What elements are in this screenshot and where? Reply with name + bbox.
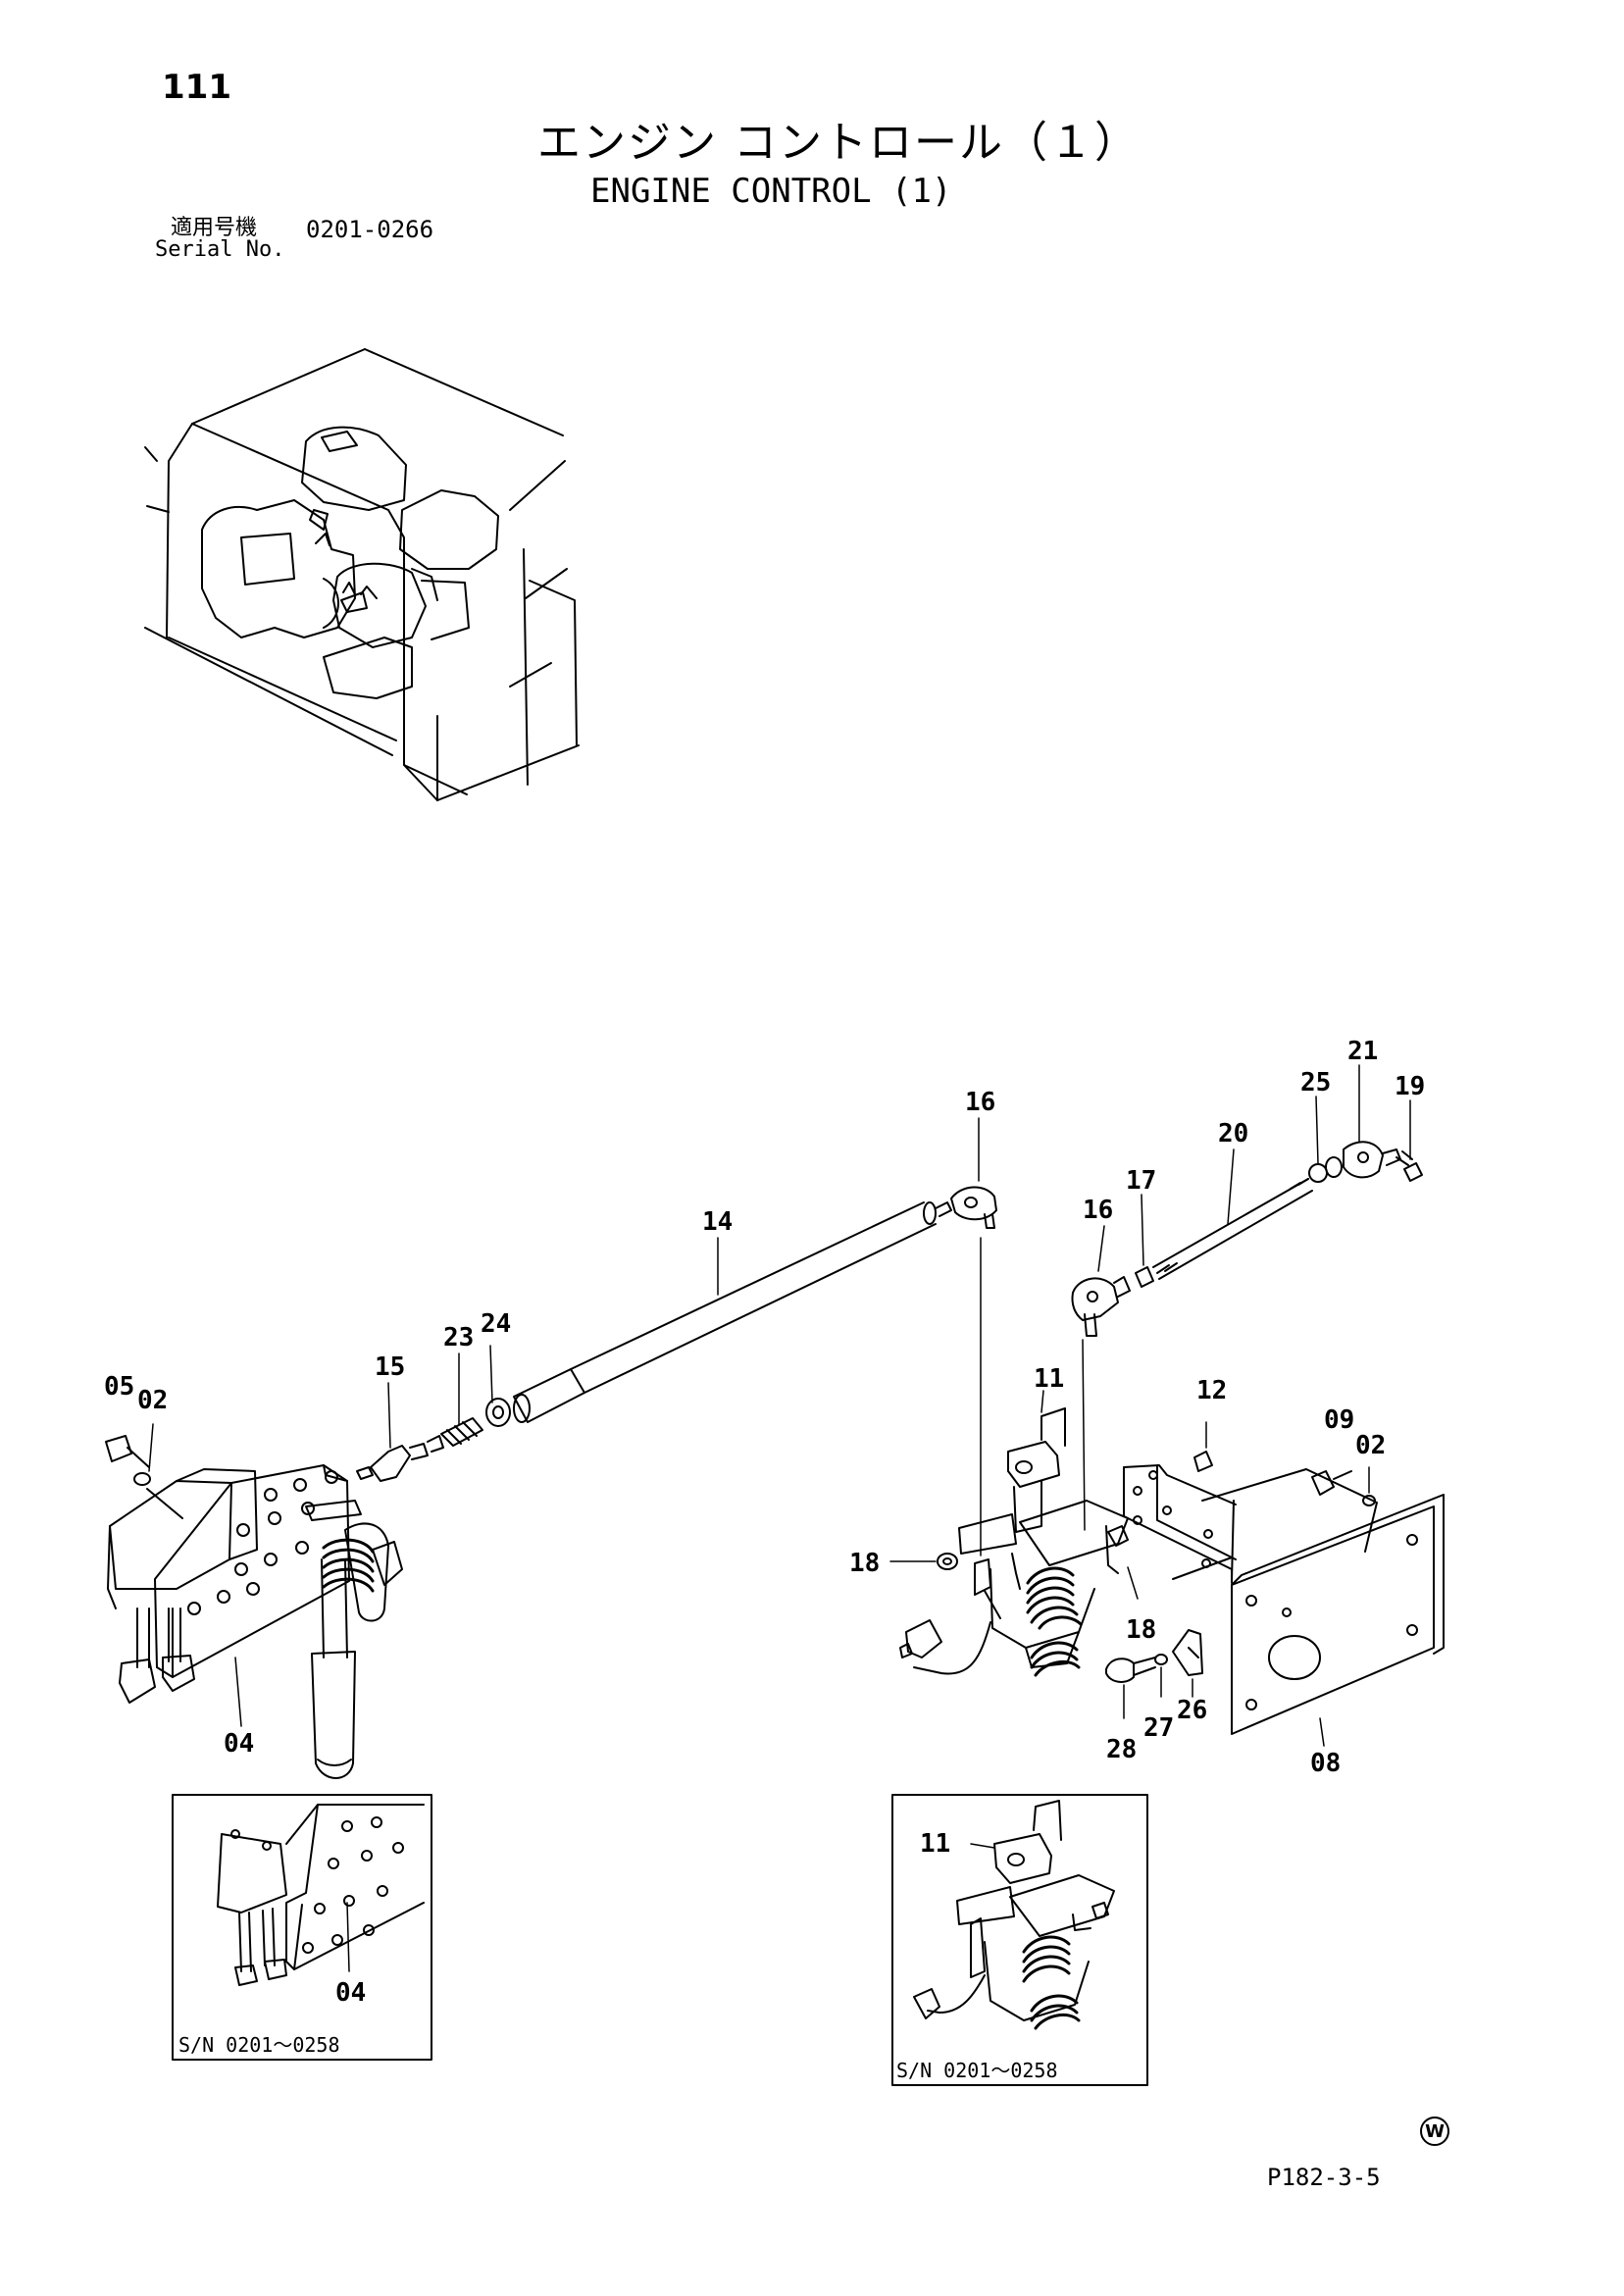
control-rod (356, 1186, 997, 1556)
inset-left-callout-04: 04 (335, 1978, 366, 2008)
inset-right-callout-11: 11 (920, 1829, 950, 1859)
callout-04: 04 (224, 1729, 254, 1759)
callout-05: 05 (104, 1372, 134, 1402)
callout-28: 28 (1106, 1735, 1137, 1764)
inset-right-frame (891, 1794, 1148, 2086)
callout-02: 02 (137, 1386, 168, 1415)
callout-19: 19 (1395, 1072, 1425, 1101)
callout-14: 14 (702, 1207, 733, 1237)
machine-overview (144, 348, 580, 801)
serial-range: 0201-0266 (306, 216, 434, 243)
callout-15: 15 (375, 1352, 405, 1382)
serial-label-japanese: 適用号機 (171, 216, 258, 240)
callout-20: 20 (1218, 1119, 1248, 1148)
page-number: 111 (162, 68, 231, 107)
callout-16: 16 (965, 1088, 995, 1117)
callout-25: 25 (1300, 1068, 1331, 1097)
callout-23: 23 (443, 1323, 474, 1352)
inset-left-frame (172, 1794, 432, 2061)
w-mark-icon: W (1420, 2117, 1449, 2146)
mounting-bracket (1105, 1421, 1445, 1735)
pump-assembly (105, 1435, 403, 1779)
callout-12: 12 (1196, 1376, 1227, 1405)
page-title-english: ENGINE CONTROL (1) (590, 172, 952, 211)
callout-24: 24 (481, 1309, 511, 1339)
callout-18: 18 (1126, 1615, 1156, 1645)
callout-09: 09 (1324, 1405, 1354, 1435)
callout-08: 08 (1310, 1749, 1341, 1778)
callout-11: 11 (1034, 1364, 1064, 1394)
callout-16: 16 (1083, 1196, 1113, 1225)
callout-21: 21 (1347, 1037, 1378, 1066)
page-code: P182-3-5 (1267, 2164, 1381, 2191)
callout-26: 26 (1177, 1696, 1207, 1725)
callout-17: 17 (1126, 1166, 1156, 1196)
adjusting-rod (1071, 1141, 1423, 1531)
page-title-japanese: エンジン コントロール（１） (537, 118, 1140, 168)
inset-left-serial-note: S/N 0201～0258 (178, 2033, 340, 2057)
serial-label-english: Serial No. (155, 237, 285, 262)
governor-linkage (889, 1407, 1129, 1677)
leader-lines (148, 1064, 1411, 1747)
inset-right-serial-note: S/N 0201～0258 (896, 2059, 1058, 2082)
callout-labels: 16 16 21 19 25 20 17 14 23 24 15 05 02 0… (104, 1037, 1425, 2082)
callout-27: 27 (1143, 1713, 1174, 1743)
callout-02: 02 (1355, 1431, 1386, 1460)
callout-18: 18 (849, 1549, 880, 1578)
